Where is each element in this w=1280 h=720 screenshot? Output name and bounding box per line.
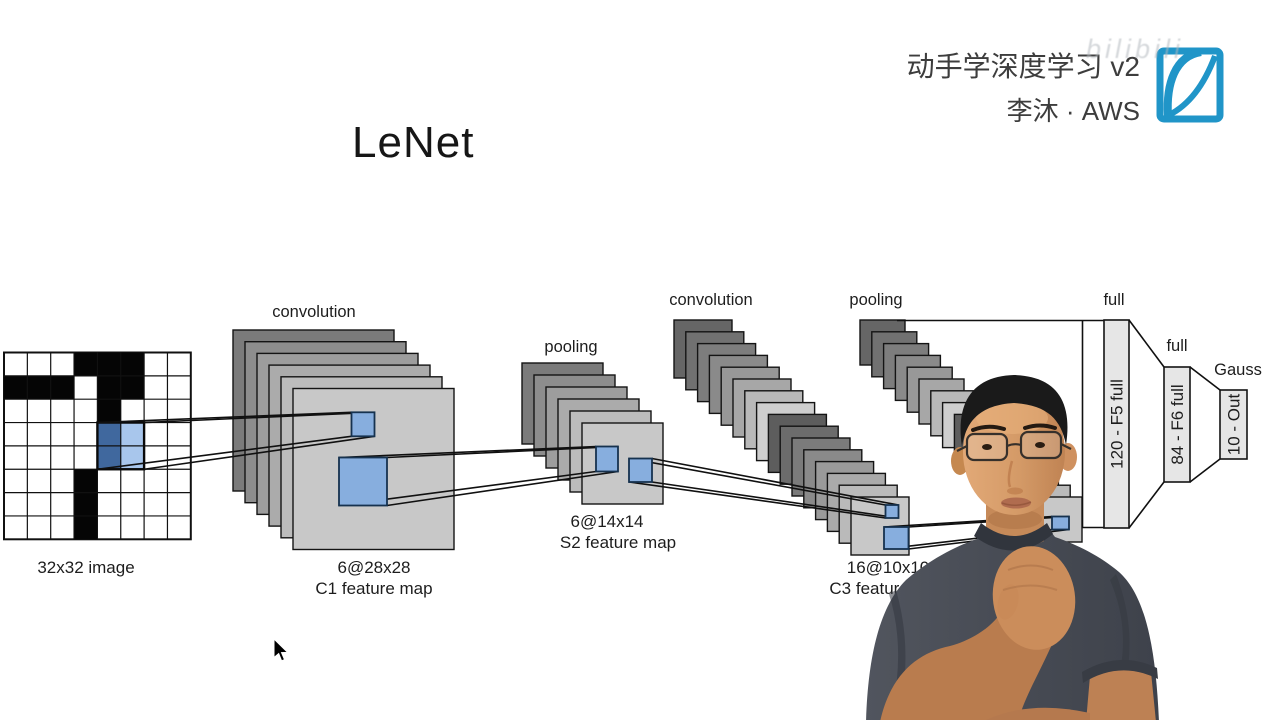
- label-gauss-out: Gauss: [1214, 361, 1262, 379]
- eyebrow: [1023, 423, 1057, 430]
- thumb: [997, 584, 1019, 620]
- eyebrow: [971, 424, 1006, 432]
- watermark-text: bilibili: [1086, 34, 1185, 64]
- mouse-cursor-icon: [273, 638, 289, 662]
- nose: [1007, 460, 1014, 488]
- shirt-fold: [1110, 574, 1130, 668]
- label-pooling-s2: pooling: [544, 338, 598, 356]
- f5-layer-bar: [1103, 319, 1130, 529]
- chin-shadow: [988, 509, 1042, 529]
- fully-connected-layers: 120 - F5 full 84 - F6 full 10 - Out: [897, 319, 1248, 529]
- label-pooling-s4: pooling: [849, 291, 903, 309]
- d2l-logo: [1156, 47, 1224, 123]
- logo-curve: [1163, 48, 1202, 117]
- presenter-upper-arm: [1086, 662, 1156, 720]
- caption-s2-size: 6@14x14: [570, 512, 644, 531]
- presenter-forearm: [880, 614, 1054, 720]
- output-layer-bar-label: 10 - Out: [1225, 394, 1244, 456]
- caption-c1-name: C1 feature map: [315, 579, 433, 598]
- lips: [1001, 497, 1031, 509]
- caption-input-image: 32x32 image: [37, 558, 135, 577]
- presenter-crossed-arm: [986, 707, 1090, 720]
- finger-line: [1002, 584, 1058, 591]
- lip-line: [1001, 501, 1032, 506]
- presenter-hair: [960, 375, 1068, 447]
- nose-shadow: [1007, 487, 1023, 495]
- page-title: LeNet: [352, 118, 475, 167]
- label-convolution-c1: convolution: [272, 303, 356, 321]
- course-title: 动手学深度学习 v2: [906, 51, 1140, 82]
- output-layer-bar: [1219, 389, 1248, 460]
- caption-c1-size: 6@28x28: [337, 558, 411, 577]
- label-full-f5: full: [1103, 291, 1125, 309]
- shirt-collar: [974, 523, 1053, 551]
- label-full-f6: full: [1166, 337, 1188, 355]
- sleeve-hem: [1082, 659, 1158, 683]
- finger-line: [1007, 564, 1054, 571]
- input-image-grid: [3, 351, 192, 541]
- f6-layer-bar-label: 84 - F6 full: [1168, 384, 1187, 464]
- author-line: 李沐 · AWS: [1006, 96, 1140, 126]
- eye: [982, 444, 992, 450]
- logo-curve: [1167, 54, 1218, 118]
- caption-s2-name: S2 feature map: [559, 533, 677, 552]
- caption-c3-size: 16@10x10: [846, 558, 930, 577]
- presenter-fist: [992, 546, 1076, 650]
- f6-layer-bar: [1163, 366, 1191, 483]
- label-convolution-c3: convolution: [669, 291, 753, 309]
- receptive-field-highlights: [338, 411, 1070, 550]
- eye: [1035, 442, 1045, 448]
- f5-layer-bar-label: 120 - F5 full: [1108, 379, 1127, 469]
